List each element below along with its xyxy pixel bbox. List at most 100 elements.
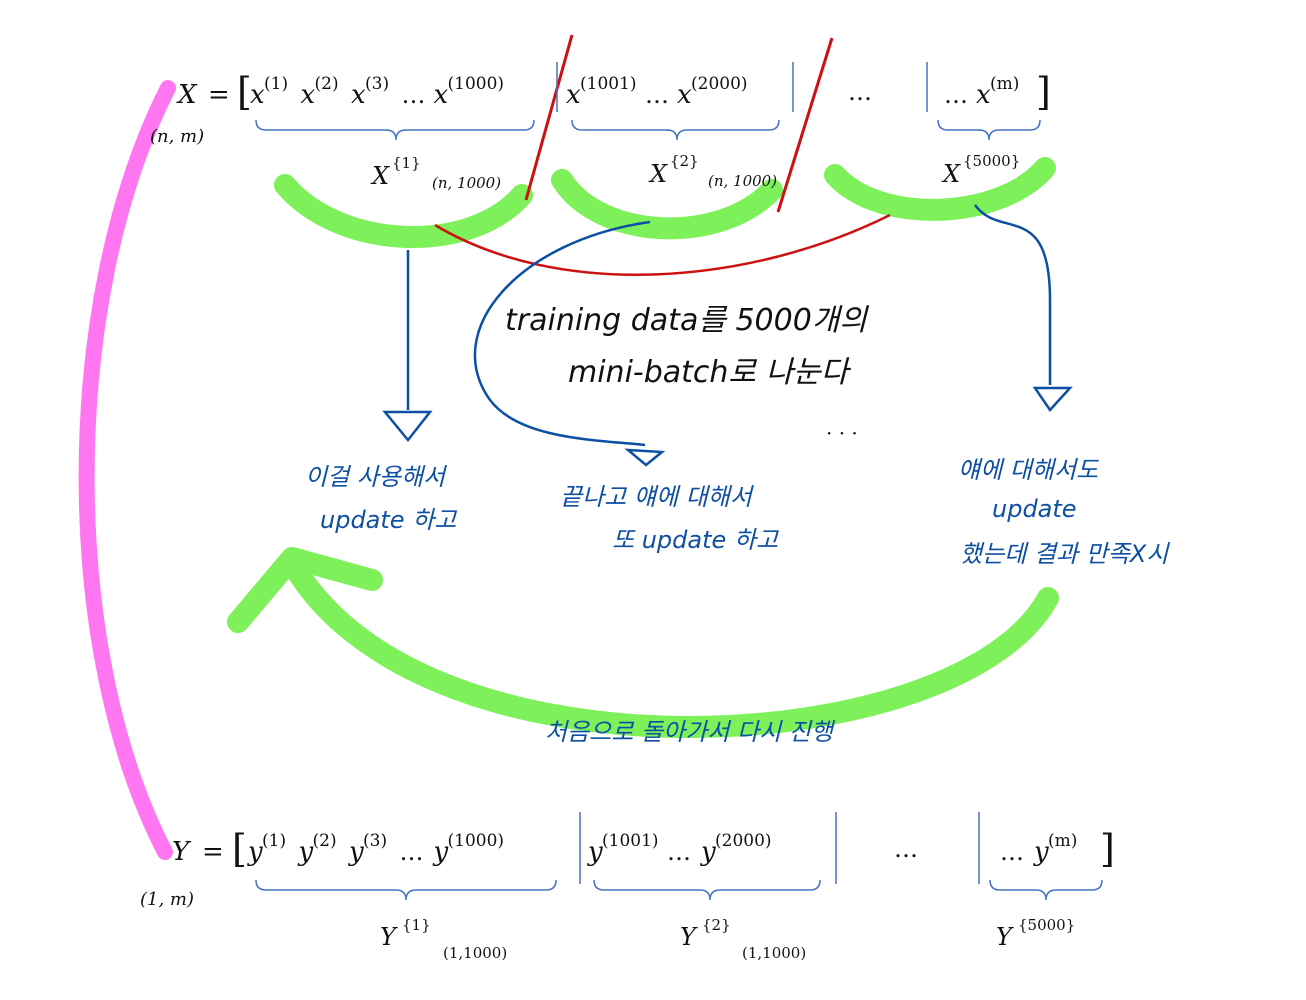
svg-text:X: X — [941, 160, 961, 188]
green-loop-arrowhead — [227, 547, 383, 633]
note-batch1-line1: 이걸 사용해서 — [305, 463, 448, 491]
x-column-entry: x — [566, 80, 581, 110]
arrow-last-head — [1032, 386, 1073, 413]
x-column-entry: x — [250, 80, 265, 110]
y-column-dots: … — [400, 838, 424, 866]
x-dimension: (n, m) — [150, 126, 204, 147]
x-batch-label-2: X {2} (n, 1000) — [648, 152, 777, 190]
x-batch-label-1: X {1} (n, 1000) — [370, 154, 501, 192]
y-batch-label-1: Y {1} (1,1000) — [380, 916, 507, 962]
x-brace-2 — [571, 119, 780, 141]
green-arc-batch-last — [824, 157, 1056, 221]
y-close-bracket: ] — [1100, 827, 1115, 871]
y-column-dots: … — [667, 838, 691, 866]
x-column-superscript: (1000) — [448, 74, 505, 94]
note-batch1-line2: update 하고 — [320, 506, 457, 534]
y-column-superscript: (1000) — [448, 831, 505, 851]
svg-text:Y: Y — [996, 923, 1014, 951]
y-middle-dots: … — [894, 835, 918, 863]
x-column-entry: x — [351, 80, 366, 110]
note-last-line3: 했는데 결과 만족X시 — [960, 540, 1170, 568]
y-column-superscript: (1) — [262, 831, 286, 851]
x-column-entry: x — [301, 80, 316, 110]
svg-text:(n, 1000): (n, 1000) — [432, 174, 501, 192]
arrow-last-curve — [973, 204, 1052, 385]
y-column-superscript: (1001) — [602, 831, 659, 851]
green-arc-batch1 — [274, 174, 533, 248]
x-symbol: X — [176, 80, 198, 110]
svg-text:(1,1000): (1,1000) — [742, 944, 806, 962]
svg-text:Y: Y — [380, 923, 398, 951]
x-column-superscript: (2000) — [691, 74, 748, 94]
x-equals: = — [208, 80, 230, 110]
x-middle-dots: … — [848, 78, 872, 106]
note-continuation-dots: · · · — [826, 421, 858, 445]
y-batch-label-2: Y {2} (1,1000) — [680, 916, 806, 962]
green-loop-arc — [284, 557, 1059, 738]
y-dimension: (1, m) — [140, 889, 194, 910]
y-column-entry: y — [587, 837, 603, 867]
x-column-superscript: (3) — [365, 74, 389, 94]
y-column-entry: y — [247, 837, 263, 867]
green-arc-batch2 — [551, 169, 783, 240]
x-column-superscript: (1) — [264, 74, 288, 94]
x-column-superscript: (1001) — [580, 74, 637, 94]
y-brace-1 — [255, 879, 557, 901]
note-batch2-line1: 끝나고 얘에 대해서 — [560, 483, 755, 511]
y-column-entry: y — [433, 837, 449, 867]
x-column-superscript: (2) — [315, 74, 339, 94]
svg-text:(1,1000): (1,1000) — [443, 944, 507, 962]
note-last-line1: 얘에 대해서도 — [958, 456, 1099, 484]
svg-text:X: X — [648, 160, 668, 188]
red-grouping-curve — [434, 213, 891, 276]
y-column-entry: y — [298, 837, 314, 867]
x-group-last-columns: … x(m) — [944, 74, 1019, 110]
svg-text:{1}: {1} — [402, 916, 431, 934]
arrow-batch2-curve — [473, 220, 651, 447]
svg-text:X: X — [370, 162, 390, 190]
y-column-superscript: (m) — [1048, 831, 1077, 851]
x-batch-label-last: X {5000} — [941, 152, 1020, 188]
y-brace-2 — [593, 879, 821, 901]
y-group-last-columns: … y(m) — [1000, 831, 1077, 867]
svg-text:(n, 1000): (n, 1000) — [708, 172, 777, 190]
x-column-entry: x — [434, 80, 449, 110]
arrow-batch2-head — [624, 448, 666, 467]
x-column-dots: … — [402, 81, 426, 109]
note-batch2-line2: 또 update 하고 — [612, 526, 779, 554]
note-last-line2: update — [992, 495, 1077, 523]
y-column-entry: y — [348, 837, 364, 867]
y-brace-last — [989, 879, 1103, 901]
y-column-entry: y — [1033, 837, 1049, 867]
x-brace-1 — [255, 119, 535, 141]
y-column-superscript: (3) — [363, 831, 387, 851]
note-split-line2: mini-batch로 나눈다 — [568, 355, 852, 390]
y-batch-label-last: Y {5000} — [996, 916, 1075, 951]
red-split-mark-2 — [776, 37, 834, 213]
pink-link-arc — [78, 80, 176, 860]
y-column-superscript: (2000) — [715, 831, 772, 851]
arrow-batch1-head — [382, 410, 433, 442]
x-group-2-columns: x(1001)…x(2000) — [566, 74, 748, 110]
note-split-line1: training data를 5000개의 — [505, 303, 869, 338]
y-group-1-columns: y(1)y(2)y(3)…y(1000) — [247, 831, 504, 867]
x-column-superscript: (m) — [990, 74, 1019, 94]
svg-text:{5000}: {5000} — [1018, 916, 1075, 934]
x-column-dots: … — [944, 81, 968, 109]
x-column-dots: … — [645, 81, 669, 109]
svg-text:{1}: {1} — [392, 154, 421, 172]
y-open-bracket: [ — [232, 827, 247, 871]
svg-text:{2}: {2} — [670, 152, 699, 170]
y-group-2-columns: y(1001)…y(2000) — [587, 831, 772, 867]
x-group-1-columns: x(1)x(2)x(3)…x(1000) — [250, 74, 504, 110]
svg-text:{5000}: {5000} — [963, 152, 1020, 170]
y-column-entry: y — [700, 837, 716, 867]
y-equals: = — [202, 837, 224, 867]
svg-text:Y: Y — [680, 923, 698, 951]
x-column-entry: x — [976, 80, 991, 110]
y-column-superscript: (2) — [313, 831, 337, 851]
svg-text:{2}: {2} — [702, 916, 731, 934]
y-column-dots: … — [1000, 838, 1024, 866]
x-open-bracket: [ — [237, 70, 252, 114]
